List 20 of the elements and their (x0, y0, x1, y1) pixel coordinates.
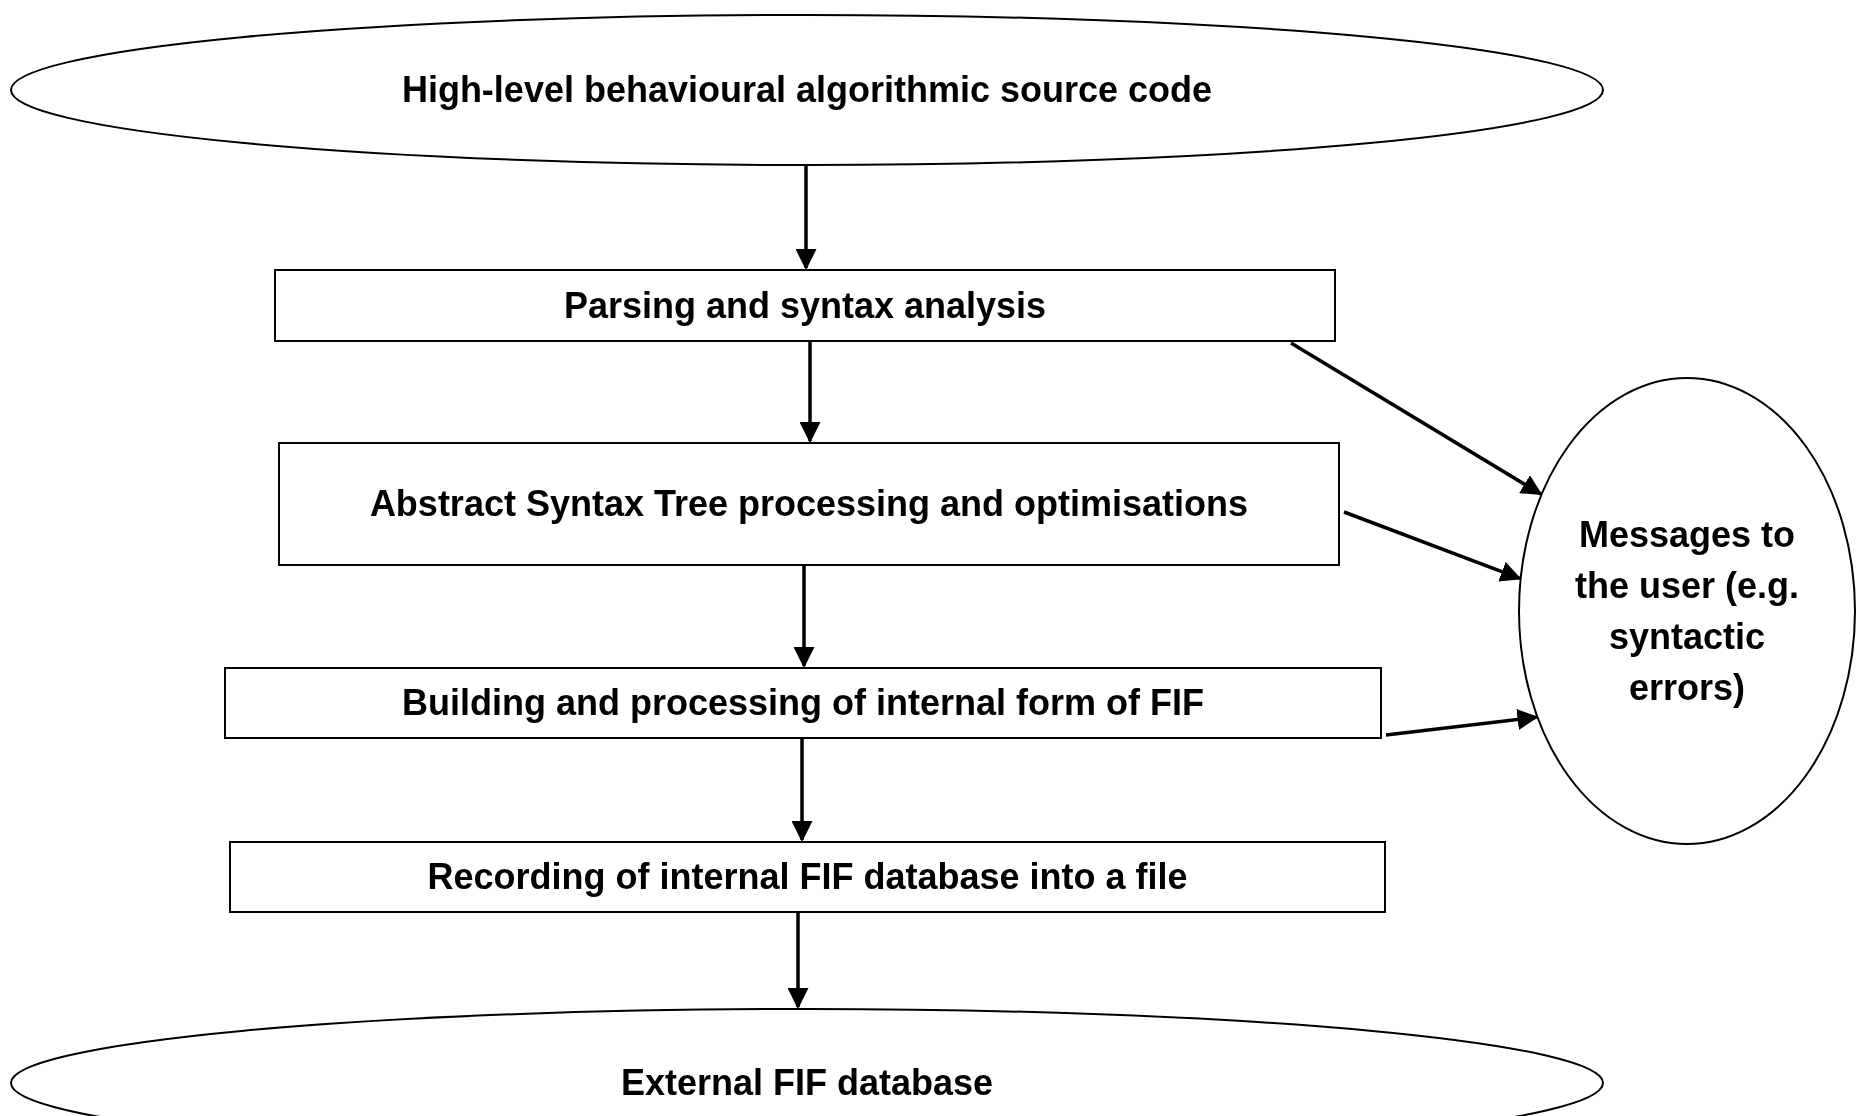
node-label: Parsing and syntax analysis (563, 283, 1047, 328)
node-label: Recording of internal FIF database into a file (427, 855, 1188, 900)
arrow (787, 913, 809, 1010)
arrow (1385, 709, 1539, 737)
arrow (795, 166, 817, 271)
ellipse-node (10, 14, 1604, 166)
node-label: Messages to the user (e.g. syntactic errors) (1573, 512, 1801, 711)
node-label: High-level behavioural algorithmic source code (401, 68, 1213, 113)
node-label: Abstract Syntax Tree processing and optimisations (369, 482, 1249, 527)
node-label: Building and processing of internal form of FIF (402, 681, 1204, 726)
arrow (1290, 341, 1543, 496)
process-box (278, 442, 1340, 566)
arrow (791, 739, 813, 843)
arrow (799, 342, 821, 444)
process-box (224, 667, 1382, 739)
process-box (274, 269, 1336, 342)
ellipse-node (1518, 377, 1856, 845)
arrow (793, 566, 815, 669)
node-label: External FIF database (620, 1061, 994, 1106)
process-box (229, 841, 1386, 913)
